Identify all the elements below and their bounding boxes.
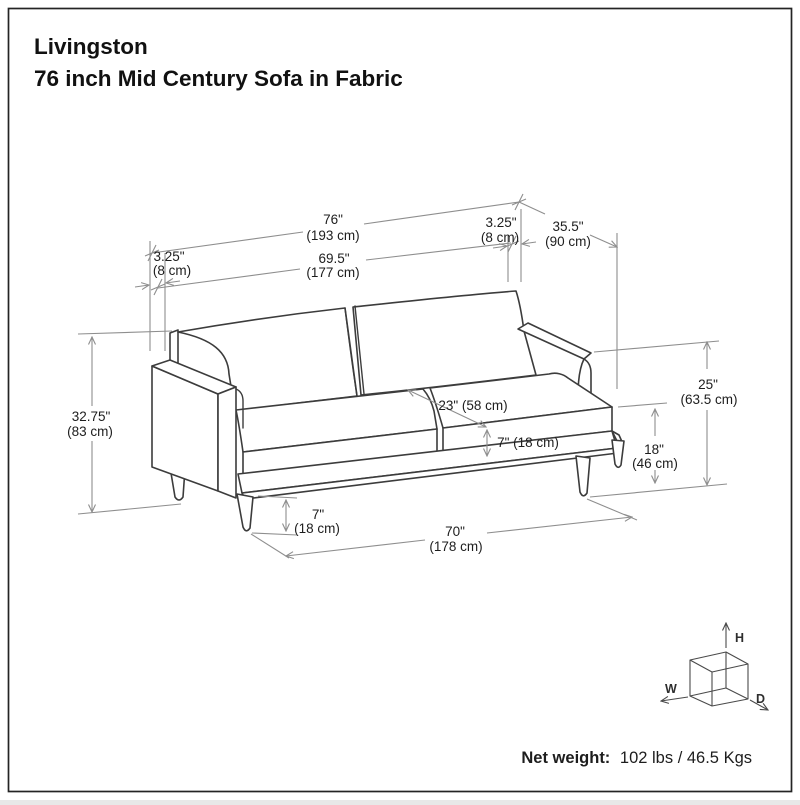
dim-depth-cm: (90 cm): [545, 234, 591, 249]
product-description: 76 inch Mid Century Sofa in Fabric: [34, 66, 403, 91]
dim-seat-depth: 23" (58 cm): [438, 398, 507, 413]
net-weight: Net weight: 102 lbs / 46.5 Kgs: [521, 749, 752, 767]
dim-base-width-in: 70": [445, 524, 465, 539]
depth-axis-arrow: [749, 699, 768, 710]
dim-right-arm-cm: (8 cm): [481, 230, 519, 245]
dim-left-arm-cm: (8 cm): [153, 263, 191, 278]
dim-overall-height-in: 32.75": [72, 409, 111, 424]
dim-left-arm-in: 3.25": [153, 249, 184, 264]
header: Livingston 76 inch Mid Century Sofa in F…: [34, 34, 403, 91]
height-axis-label: H: [735, 631, 744, 645]
dim-cushion-thickness: 7" (18 cm): [497, 435, 559, 450]
sofa-leg: [611, 439, 625, 469]
tick-marks: [144, 193, 527, 296]
width-axis-arrow: [661, 697, 689, 701]
depth-axis-label: D: [756, 692, 765, 706]
dim-back-height-in: 25": [698, 377, 718, 392]
dim-leg-height-in: 7": [312, 507, 325, 522]
dim-overall-width-cm: (193 cm): [306, 228, 359, 243]
dim-right-arm-in: 3.25": [485, 215, 516, 230]
dim-overall-height-cm: (83 cm): [67, 424, 113, 439]
dim-depth-in: 35.5": [552, 219, 583, 234]
dim-back-height-cm: (63.5 cm): [680, 392, 737, 407]
net-weight-value: 102 lbs / 46.5 Kgs: [620, 749, 752, 767]
dimension-lines: [77, 193, 728, 558]
dim-inner-width-cm: (177 cm): [306, 265, 359, 280]
dim-seat-height-in: 18": [644, 442, 664, 457]
width-axis-label: W: [665, 682, 677, 696]
dim-inner-width-in: 69.5": [318, 251, 349, 266]
sofa-leg: [236, 493, 254, 532]
dimension-labels: 76" (193 cm) 3.25" (8 cm) 69.5" (177 cm)…: [67, 212, 737, 554]
dim-leg-height-cm: (18 cm): [294, 521, 340, 536]
product-name: Livingston: [34, 34, 148, 59]
dim-base-width-cm: (178 cm): [429, 539, 482, 554]
axis-cube-legend: H W D: [661, 623, 768, 710]
sofa-leg: [575, 455, 591, 497]
dim-overall-width-in: 76": [323, 212, 343, 227]
net-weight-label: Net weight:: [521, 749, 610, 767]
dim-seat-height-cm: (46 cm): [632, 456, 678, 471]
